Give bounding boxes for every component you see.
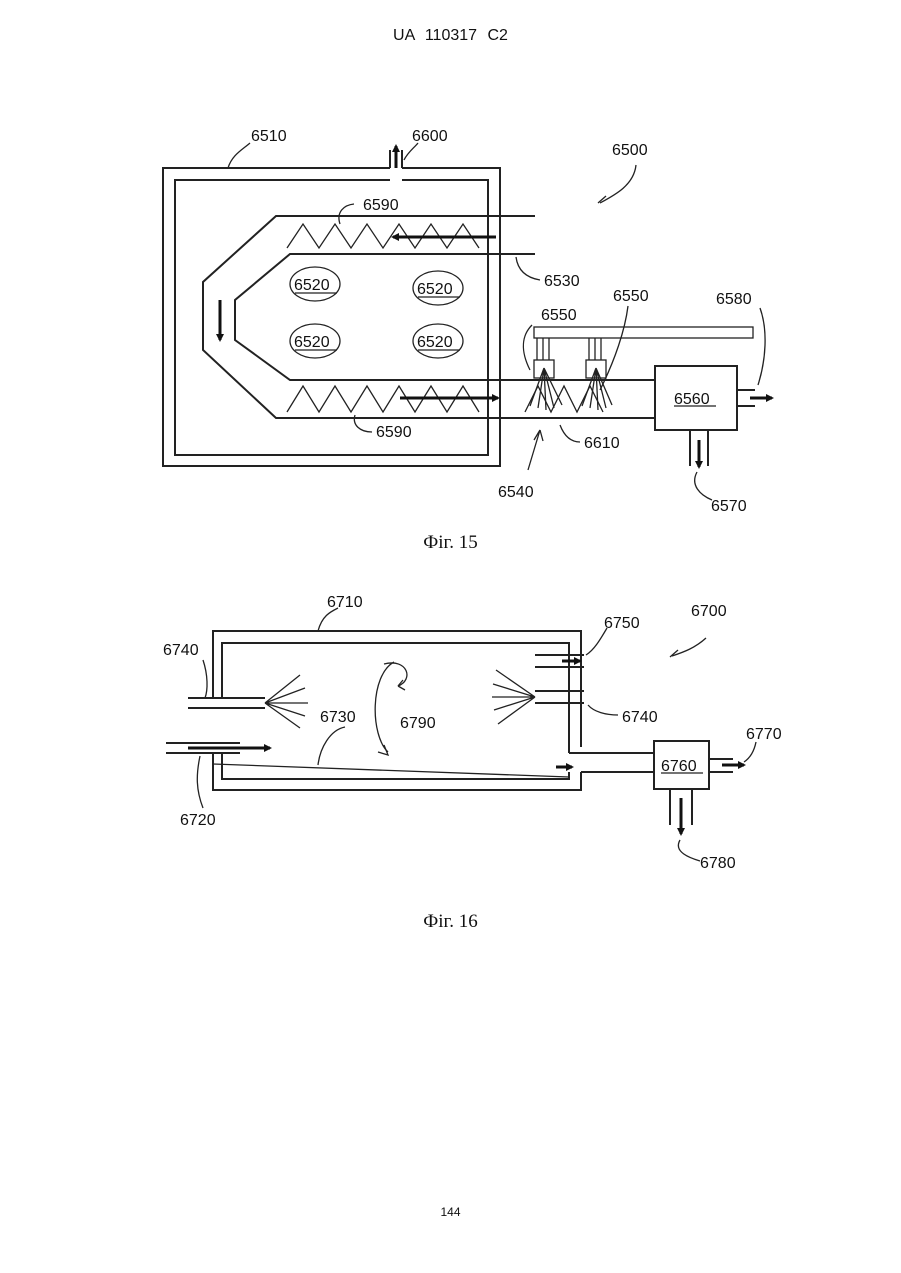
leaders-fig16 [197,608,756,861]
label-6590-top: 6590 [363,197,399,214]
label-6790: 6790 [400,715,436,732]
outlet-duct [556,753,654,772]
inlet-6750-6740-right [492,655,584,724]
label-6590-bottom: 6590 [376,424,412,441]
label-6600: 6600 [412,128,448,145]
label-6570: 6570 [711,498,747,515]
label-6770: 6770 [746,726,782,743]
label-6530: 6530 [544,273,580,290]
separator-6760 [654,741,744,834]
label-6500: 6500 [612,142,648,159]
label-6560: 6560 [674,391,710,408]
page-number: 144 [0,1205,901,1219]
label-6700: 6700 [691,603,727,620]
figure-16-caption: Фіг. 16 [0,911,901,933]
label-6580: 6580 [716,291,752,308]
label-6720: 6720 [180,812,216,829]
separator-6560 [655,366,772,467]
label-6520-b: 6520 [417,281,453,298]
manifold-6550 [530,327,753,410]
inlet-6740-left [188,675,308,728]
label-6750: 6750 [604,615,640,632]
label-6520-a: 6520 [294,277,330,294]
figure-15: 6510 6600 6500 6590 6530 6520 6520 6520 … [163,128,772,515]
duct-6540 [500,380,655,418]
label-6520-c: 6520 [294,334,330,351]
label-6740-left: 6740 [163,642,199,659]
vessel-6710 [213,631,581,790]
label-6710: 6710 [327,594,363,611]
label-6740-right: 6740 [622,709,658,726]
rotation-6790 [375,662,407,755]
leaders-fig15 [228,143,765,500]
label-6520-d: 6520 [417,334,453,351]
label-6730: 6730 [320,709,356,726]
label-6550-left: 6550 [541,307,577,324]
chamber-channel [203,216,535,418]
label-6540: 6540 [498,484,534,501]
label-6550-right: 6550 [613,288,649,305]
label-6610: 6610 [584,435,620,452]
label-6760: 6760 [661,758,697,775]
label-6510: 6510 [251,128,287,145]
figure-16: 6710 6700 6750 6740 6730 6790 6740 6770 … [163,594,782,872]
label-6780: 6780 [700,855,736,872]
figure-15-caption: Фіг. 15 [0,532,901,554]
inlet-6720 [166,743,270,753]
